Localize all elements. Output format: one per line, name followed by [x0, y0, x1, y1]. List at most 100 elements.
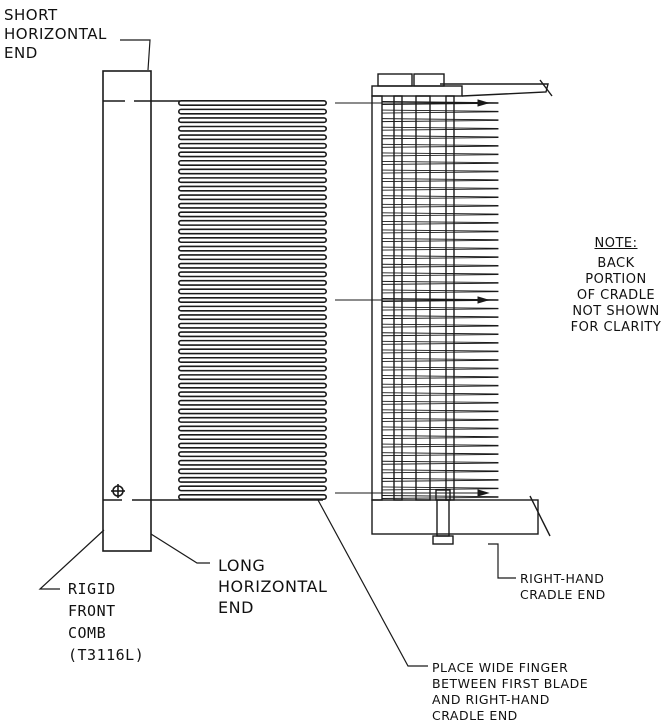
cradle-blade	[381, 460, 499, 465]
cradle-blade	[381, 383, 499, 388]
comb-finger	[178, 416, 327, 423]
arrowhead-top	[477, 99, 490, 107]
comb-finger	[178, 339, 327, 346]
comb-finger	[178, 476, 327, 483]
cradle-blade	[381, 409, 499, 414]
comb-finger	[178, 125, 327, 132]
comb-finger	[178, 382, 327, 389]
cradle-blade	[381, 212, 499, 217]
cradle-base	[371, 499, 539, 535]
cradle-blade	[381, 135, 499, 140]
cradle-blade	[381, 323, 499, 328]
cradle	[371, 73, 553, 545]
comb-fingers	[178, 100, 327, 500]
arrowhead-middle	[477, 296, 490, 304]
comb-finger	[178, 468, 327, 475]
cradle-blade	[381, 109, 499, 114]
label-short-line-1: SHORT	[4, 6, 58, 24]
cradle-post-left-outer	[371, 95, 383, 501]
note-line-5: FOR CLARITY	[570, 320, 662, 335]
comb-finger	[178, 356, 327, 363]
note-line-2: PORTION	[585, 272, 647, 287]
comb-finger	[178, 211, 327, 218]
cradle-blade	[381, 246, 499, 251]
label-short-horizontal-end: SHORT HORIZONTAL END	[4, 6, 107, 63]
cradle-blade	[381, 400, 499, 405]
arrowhead-bottom	[477, 489, 490, 497]
comb-finger	[178, 314, 327, 321]
cradle-blade	[381, 315, 499, 320]
comb-finger	[178, 237, 327, 244]
label-rigid-line-1: RIGID	[68, 580, 116, 598]
comb-finger	[178, 348, 327, 355]
cradle-post-center	[415, 95, 431, 501]
comb-finger	[178, 202, 327, 209]
cradle-blade	[381, 417, 499, 422]
label-rh-line-1: RIGHT-HAND	[520, 571, 605, 586]
label-rigid-line-2: FRONT	[68, 602, 116, 620]
comb-finger	[178, 279, 327, 286]
cradle-blade	[381, 495, 499, 499]
cradle-blade	[381, 358, 499, 362]
cradle-bolt-nut	[432, 535, 454, 545]
leader-wide-finger	[317, 499, 428, 667]
comb-finger	[178, 365, 327, 372]
note-block: NOTE: BACK PORTION OF CRADLE NOT SHOWN F…	[560, 236, 668, 336]
comb-cradle-diagram	[38, 39, 553, 667]
label-long-line-3: END	[218, 598, 254, 617]
comb-finger	[178, 459, 327, 466]
label-long-line-1: LONG	[218, 556, 266, 575]
cradle-blade	[381, 340, 499, 345]
note-line-1: BACK	[597, 256, 635, 271]
comb-finger	[178, 408, 327, 415]
cradle-blade	[381, 101, 499, 105]
comb-finger	[178, 322, 327, 329]
cradle-blade	[381, 366, 499, 371]
comb-finger	[178, 262, 327, 269]
label-rh-line-2: CRADLE END	[520, 587, 606, 602]
cradle-blade	[381, 161, 499, 165]
note-line-4: NOT SHOWN	[572, 304, 660, 319]
comb-finger	[178, 168, 327, 175]
comb-finger	[178, 245, 327, 252]
label-short-line-3: END	[4, 44, 38, 62]
cradle-blade	[381, 220, 499, 225]
cradle-blade	[381, 435, 499, 439]
cradle-post-left-inner	[393, 95, 403, 501]
comb-finger	[178, 117, 327, 124]
leader-short-end	[120, 39, 151, 71]
label-rigid-line-4: (T3116L)	[68, 646, 145, 664]
cradle-blade	[381, 186, 499, 191]
cradle-top-rail-break	[539, 79, 553, 97]
label-pwf-line-1: PLACE WIDE FINGER	[432, 660, 569, 675]
cradle-blade	[381, 426, 499, 431]
cradle-blade	[381, 469, 499, 474]
cradle-blade	[381, 332, 499, 337]
cradle-blade	[381, 289, 499, 294]
comb-finger	[178, 434, 327, 441]
cradle-blade	[381, 375, 499, 380]
cradle-blade	[381, 443, 499, 448]
comb-finger	[178, 108, 327, 115]
comb-finger	[178, 485, 327, 492]
cradle-blade	[381, 238, 499, 242]
comb-finger	[178, 228, 327, 235]
comb-finger	[178, 271, 327, 278]
cradle-base-break	[529, 495, 551, 537]
comb-finger	[178, 100, 327, 106]
cradle-blade	[381, 272, 499, 277]
note-line-3: OF CRADLE	[576, 288, 656, 303]
cradle-blade	[381, 477, 499, 482]
comb-finger	[178, 374, 327, 381]
cradle-blade	[381, 349, 499, 354]
label-pwf-line-2: BETWEEN FIRST BLADE	[432, 676, 589, 691]
cradle-top-bar	[371, 85, 463, 97]
cradle-blade	[381, 255, 499, 260]
label-short-line-2: HORIZONTAL	[4, 25, 107, 43]
cradle-blade	[381, 306, 499, 311]
cradle-bolt	[436, 499, 450, 537]
cradle-blade	[381, 118, 499, 123]
cradle-blade	[381, 195, 499, 200]
label-place-wide-finger: PLACE WIDE FINGER BETWEEN FIRST BLADE AN…	[432, 660, 588, 724]
label-long-line-2: HORIZONTAL	[218, 577, 328, 596]
